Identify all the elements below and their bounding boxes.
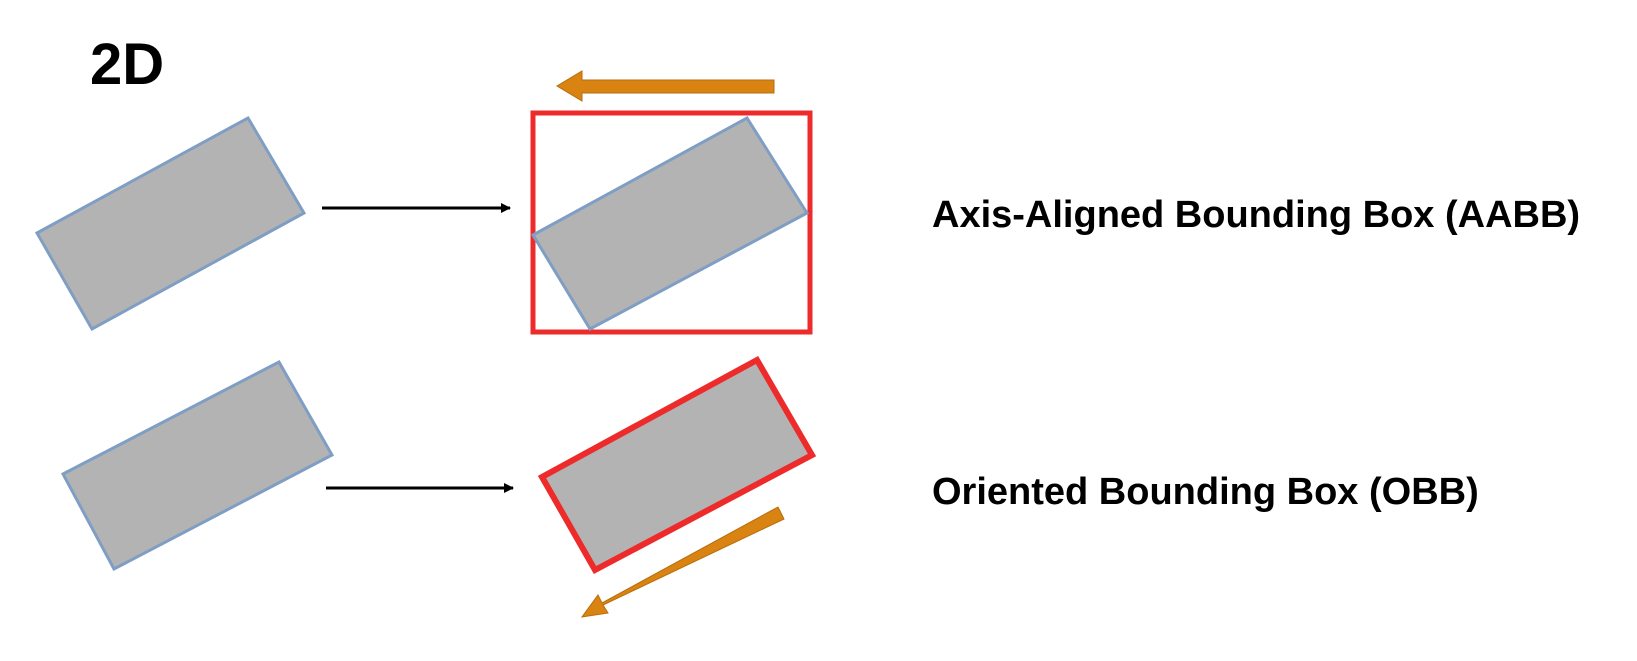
obb-label: Oriented Bounding Box (OBB)	[932, 471, 1479, 513]
aabb-label: Axis-Aligned Bounding Box (AABB)	[932, 194, 1581, 236]
obb-box	[537, 355, 817, 575]
obb-direction-arrow	[580, 506, 785, 618]
input-rectangle-bottom	[60, 360, 335, 572]
heading-2d: 2D	[90, 32, 165, 97]
aabb-enclosed-rectangle	[530, 116, 810, 331]
aabb-box	[530, 110, 813, 335]
aabb-direction-arrow	[556, 70, 775, 102]
input-rectangle-top	[34, 115, 307, 332]
